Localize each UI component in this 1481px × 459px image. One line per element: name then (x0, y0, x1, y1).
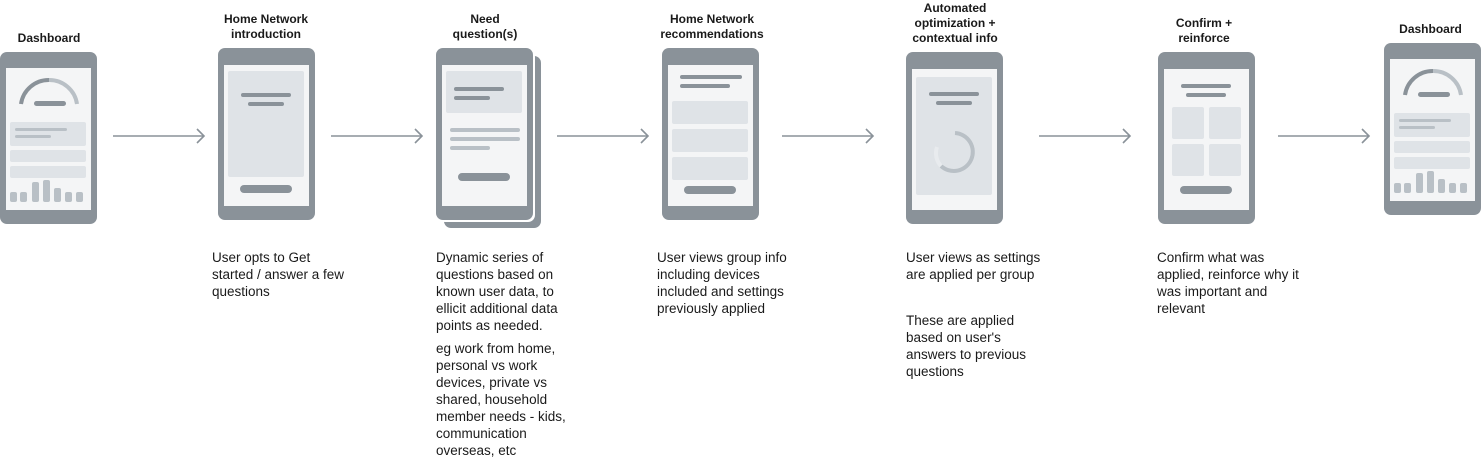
loading-spinner-icon (933, 131, 975, 173)
arrow-right-icon (113, 128, 206, 144)
arrow-right-icon (782, 128, 875, 144)
recommendations-screen (668, 65, 753, 206)
step-4-title: Home Network recommendations (660, 12, 764, 41)
dashboard-final-screen (1390, 59, 1475, 201)
arrow-right-icon (557, 128, 650, 144)
intro-phone-mockup (218, 48, 315, 220)
arrow-right-icon (331, 128, 424, 144)
gauge-icon (19, 77, 79, 105)
dashboard-phone-mockup (0, 52, 97, 224)
step-3-description: Dynamic series of questions based on kno… (436, 250, 558, 333)
step-2-title: Home Network introduction (223, 12, 309, 41)
step-5-note: These are applied based on user's answer… (906, 313, 1027, 379)
optimization-screen (912, 69, 997, 210)
questions-screen (442, 65, 527, 206)
step-1-title: Dashboard (17, 31, 81, 45)
step-2-description: User opts to Get started / answer a few … (212, 250, 345, 299)
step-6-description: Confirm what was applied, reinforce why … (1157, 250, 1299, 316)
intro-screen (224, 65, 309, 206)
step-5-title: Automated optimization + contextual info (912, 1, 998, 45)
optimization-phone-mockup (906, 52, 1003, 224)
confirm-screen (1164, 69, 1249, 210)
step-5-description: User views as settings are applied per g… (906, 250, 1041, 282)
gauge-icon (1403, 68, 1463, 96)
dashboard-final-phone-mockup (1384, 43, 1481, 215)
questions-phone-mockup (436, 48, 533, 220)
step-3-example: eg work from home, personal vs work devi… (436, 341, 566, 458)
step-3-title: Need question(s) (452, 12, 518, 41)
recommendations-phone-mockup (662, 48, 759, 220)
dashboard-screen (6, 68, 91, 210)
step-7-title: Dashboard (1399, 22, 1462, 36)
step-6-title: Confirm + reinforce (1175, 16, 1233, 45)
arrow-right-icon (1278, 128, 1371, 144)
step-4-description: User views group info including devices … (657, 250, 787, 316)
confirm-phone-mockup (1158, 52, 1255, 224)
arrow-right-icon (1039, 128, 1132, 144)
